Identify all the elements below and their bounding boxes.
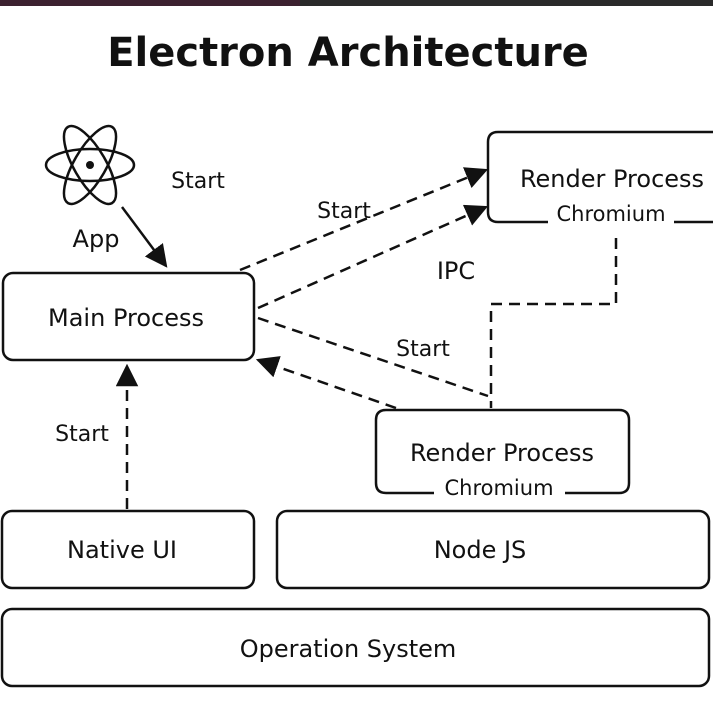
render-bottom-start-label: Start [396, 337, 450, 362]
render-process-top-box: Render Process Chromium [486, 130, 713, 226]
render-process-bottom-sublabel: Chromium [444, 476, 553, 500]
main-to-render-bottom-start-line [257, 316, 489, 398]
diagram-title: Electron Architecture [107, 30, 589, 76]
render-ipc-connector [489, 238, 618, 408]
render-process-top-sublabel: Chromium [556, 202, 665, 226]
app-label: App [73, 225, 120, 253]
native-ui-box: Native UI [0, 509, 256, 590]
window-tab [0, 0, 300, 6]
atom-icon [44, 124, 136, 206]
render-bottom-to-main-arrow [255, 356, 397, 410]
render-process-top-label: Render Process [520, 165, 704, 193]
node-js-label: Node JS [434, 536, 527, 564]
main-to-render-top-ipc-arrow [257, 204, 489, 310]
ipc-label: IPC [437, 257, 475, 285]
operation-system-box: Operation System [0, 607, 711, 688]
main-process-box: Main Process [1, 271, 256, 362]
operation-system-label: Operation System [240, 635, 457, 663]
main-to-render-top-start-arrow [239, 167, 489, 272]
render-process-bottom-box: Render Process Chromium [374, 408, 631, 500]
native-start-label: Start [55, 422, 109, 447]
native-ui-label: Native UI [67, 536, 177, 564]
window-top-bar [0, 0, 713, 6]
node-js-box: Node JS [275, 509, 711, 590]
app-to-main-arrow [120, 206, 168, 268]
main-process-label: Main Process [48, 304, 204, 332]
render-top-start-label: Start [317, 199, 371, 224]
render-process-bottom-label: Render Process [410, 439, 594, 467]
app-start-label: Start [171, 169, 225, 194]
